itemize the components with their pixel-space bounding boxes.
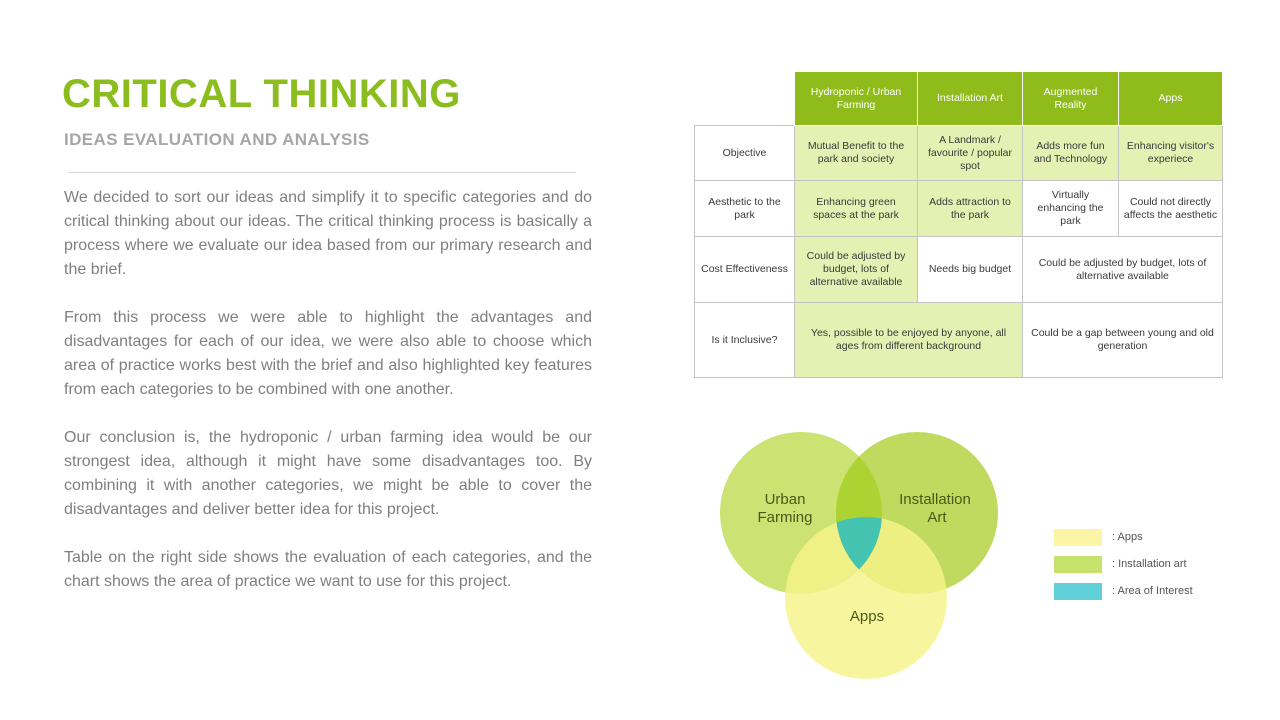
legend-label: : Area of Interest (1112, 585, 1193, 597)
legend-item-area-of-interest: : Area of Interest (1054, 582, 1193, 600)
table-row: Objective Mutual Benefit to the park and… (694, 125, 1223, 181)
table-header-cell: Augmented Reality (1022, 71, 1119, 126)
table-row-label: Is it Inclusive? (694, 302, 795, 378)
legend-swatch (1054, 555, 1102, 573)
paragraph: Our conclusion is, the hydroponic / urba… (64, 429, 592, 518)
evaluation-table: Hydroponic / Urban Farming Installation … (694, 71, 1223, 378)
table-cell: Could be a gap between young and old gen… (1022, 302, 1223, 378)
paragraph: We decided to sort our ideas and simplif… (64, 189, 592, 278)
table-cell: Enhancing visitor's experiece (1118, 125, 1223, 181)
table-row: Is it Inclusive? Yes, possible to be enj… (694, 302, 1223, 378)
table-row-label: Objective (694, 125, 795, 181)
paragraph: From this process we were able to highli… (64, 309, 592, 398)
table-cell: Needs big budget (917, 236, 1023, 303)
table-cell: Virtually enhancing the park (1022, 180, 1119, 237)
legend-swatch (1054, 528, 1102, 546)
legend-label: : Installation art (1112, 558, 1187, 570)
venn-label-installation: Installation (899, 491, 971, 508)
table-cell: Could be adjusted by budget, lots of alt… (794, 236, 918, 303)
table-cell: Enhancing green spaces at the park (794, 180, 918, 237)
table-row: Aesthetic to the park Enhancing green sp… (694, 180, 1223, 237)
table-cell: Adds attraction to the park (917, 180, 1023, 237)
legend-item-installation-art: : Installation art (1054, 555, 1193, 573)
table-header-cell: Apps (1118, 71, 1223, 126)
table-row-label: Aesthetic to the park (694, 180, 795, 237)
body-text: We decided to sort our ideas and simplif… (64, 186, 592, 618)
page-subtitle: IDEAS EVALUATION AND ANALYSIS (64, 130, 370, 149)
table-cell: Adds more fun and Technology (1022, 125, 1119, 181)
legend-swatch (1054, 582, 1102, 600)
venn-legend: : Apps : Installation art : Area of Inte… (1054, 528, 1193, 609)
table-cell: Could be adjusted by budget, lots of alt… (1022, 236, 1223, 303)
divider (68, 172, 576, 173)
venn-diagram: Urban Farming Installation Art Apps (720, 432, 998, 679)
page-title: CRITICAL THINKING (62, 72, 461, 116)
table-cell: Could not directly affects the aesthetic (1118, 180, 1223, 237)
paragraph: Table on the right side shows the evalua… (64, 549, 592, 590)
table-header-cell: Installation Art (917, 71, 1023, 126)
apps-circle (785, 517, 947, 679)
table-row-label: Cost Effectiveness (694, 236, 795, 303)
legend-item-apps: : Apps (1054, 528, 1193, 546)
table-row: Cost Effectiveness Could be adjusted by … (694, 236, 1223, 303)
venn-label-farming: Farming (757, 509, 812, 526)
table-header-row: Hydroponic / Urban Farming Installation … (695, 71, 1223, 126)
table-header-cell: Hydroponic / Urban Farming (794, 71, 918, 126)
venn-label-apps: Apps (850, 608, 884, 625)
table-corner (695, 72, 795, 126)
table-cell: Yes, possible to be enjoyed by anyone, a… (794, 302, 1023, 378)
venn-label-urban: Urban (765, 491, 806, 508)
table-cell: Mutual Benefit to the park and society (794, 125, 918, 181)
venn-label-art: Art (927, 509, 947, 526)
legend-label: : Apps (1112, 531, 1143, 543)
table-cell: A Landmark / favourite / popular spot (917, 125, 1023, 181)
